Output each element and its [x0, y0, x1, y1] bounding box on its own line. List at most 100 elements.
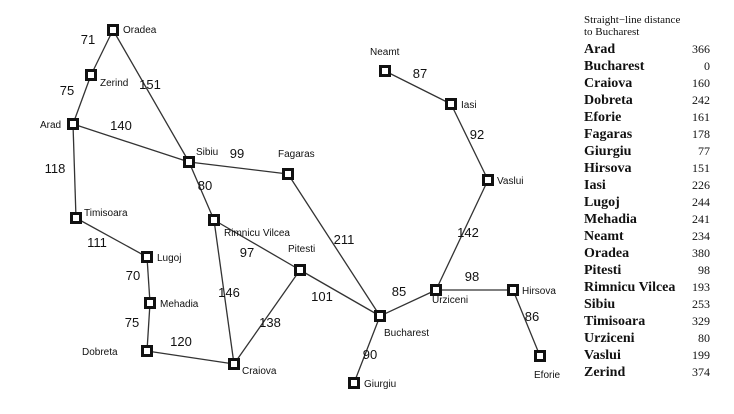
table-city-name: Fagaras — [584, 127, 633, 142]
distance-label-craiova-pitesti: 138 — [259, 315, 281, 330]
distance-label-pitesti-bucharest: 101 — [311, 289, 333, 304]
city-node-oradea — [107, 24, 119, 36]
road-bucharest-urziceni — [379, 289, 437, 317]
distance-label-sibiu-rimnicu: 80 — [198, 178, 212, 193]
road-hirsova-eforie — [512, 289, 541, 357]
city-node-dobreta — [141, 345, 153, 357]
city-node-timisoara — [70, 212, 82, 224]
city-node-mehadia — [144, 297, 156, 309]
table-distance-value: 226 — [692, 178, 710, 192]
road-lugoj-mehadia — [146, 256, 151, 304]
distance-label-bucharest-urziceni: 85 — [392, 284, 406, 299]
table-city-name: Arad — [584, 42, 616, 57]
table-distance-value: 199 — [692, 348, 710, 362]
distance-label-zerind-arad: 75 — [60, 83, 74, 98]
city-label-mehadia: Mehadia — [160, 299, 199, 310]
straight-line-distance-table: Straight−line distance to Bucharest Arad… — [584, 14, 710, 381]
table-city-name: Zerind — [584, 365, 626, 380]
table-distance-value: 98 — [698, 263, 710, 277]
roads-layer — [72, 29, 541, 384]
distance-label-hirsova-eforie: 86 — [525, 309, 539, 324]
table-city-name: Iasi — [584, 178, 606, 193]
distance-label-lugoj-mehadia: 70 — [126, 268, 140, 283]
city-label-zerind: Zerind — [100, 78, 128, 89]
city-label-oradea: Oradea — [123, 25, 157, 36]
distance-label-oradea-zerind: 71 — [81, 32, 95, 47]
table-city-name: Lugoj — [584, 195, 620, 210]
distance-label-dobreta-craiova: 120 — [170, 334, 192, 349]
table-city-name: Neamt — [584, 229, 624, 244]
table-row: Dobreta 242 — [584, 92, 710, 109]
city-label-bucharest: Bucharest — [384, 328, 429, 339]
table-distance-value: 151 — [692, 161, 710, 175]
city-node-vaslui — [482, 174, 494, 186]
table-title-line1: Straight−line distance — [584, 14, 681, 26]
road-sibiu-fagaras — [188, 161, 289, 175]
table-distance-value: 366 — [692, 42, 710, 56]
table-city-name: Giurgiu — [584, 144, 632, 159]
table-city-name: Urziceni — [584, 331, 635, 346]
city-label-iasi: Iasi — [461, 100, 477, 111]
distance-label-urziceni-hirsova: 98 — [465, 269, 479, 284]
road-iasi-neamt — [384, 70, 452, 105]
distance-label-iasi-neamt: 87 — [413, 66, 427, 81]
table-city-name: Craiova — [584, 76, 633, 91]
table-city-name: Vaslui — [584, 348, 621, 363]
road-fagaras-bucharest — [287, 173, 381, 317]
city-label-sibiu: Sibiu — [196, 147, 218, 158]
city-node-giurgiu — [348, 377, 360, 389]
distance-label-fagaras-bucharest: 211 — [334, 232, 355, 247]
city-node-iasi — [445, 98, 457, 110]
table-city-name: Rimnicu Vilcea — [584, 280, 676, 295]
distance-label-timisoara-lugoj: 111 — [87, 235, 107, 250]
road-oradea-zerind — [90, 29, 114, 76]
table-distance-value: 0 — [704, 59, 710, 73]
road-pitesti-bucharest — [299, 269, 381, 317]
table-row: Neamt 234 — [584, 228, 710, 245]
table-distance-value: 234 — [692, 229, 710, 243]
city-label-urziceni: Urziceni — [432, 295, 468, 306]
distance-label-vaslui-iasi: 92 — [470, 127, 484, 142]
distance-label-arad-sibiu: 140 — [110, 118, 132, 133]
table-distance-value: 380 — [692, 246, 710, 260]
city-label-eforie: Eforie — [534, 370, 561, 381]
distance-label-mehadia-dobreta: 75 — [125, 315, 139, 330]
table-title-line2: to Bucharest — [584, 26, 640, 38]
city-node-hirsova — [507, 284, 519, 296]
city-node-zerind — [85, 69, 97, 81]
city-label-hirsova: Hirsova — [522, 286, 556, 297]
table-row: Iasi 226 — [584, 177, 710, 194]
table-distance-value: 77 — [698, 144, 710, 158]
city-label-arad: Arad — [40, 120, 61, 131]
table-city-name: Dobreta — [584, 93, 633, 108]
city-label-giurgiu: Giurgiu — [364, 379, 396, 390]
city-node-pitesti — [294, 264, 306, 276]
road-arad-sibiu — [72, 123, 190, 163]
road-rimnicu-craiova — [213, 219, 235, 365]
city-label-lugoj: Lugoj — [157, 253, 181, 264]
road-timisoara-lugoj — [75, 217, 148, 258]
table-distance-value: 242 — [692, 93, 710, 107]
table-title: Straight−line distance to Bucharest — [584, 14, 710, 38]
road-urziceni-vaslui — [435, 179, 489, 291]
table-city-name: Oradea — [584, 246, 630, 261]
table-row: Arad 366 — [584, 41, 710, 58]
table-distance-value: 193 — [692, 280, 710, 294]
table-row: Giurgiu 77 — [584, 143, 710, 160]
road-oradea-sibiu — [112, 29, 190, 163]
distance-label-bucharest-giurgiu: 90 — [363, 347, 377, 362]
city-node-craiova — [228, 358, 240, 370]
city-node-arad — [67, 118, 79, 130]
city-nodes-layer — [67, 24, 546, 389]
city-label-vaslui: Vaslui — [497, 176, 524, 187]
distance-label-urziceni-vaslui: 142 — [457, 225, 479, 240]
city-label-craiova: Craiova — [242, 366, 277, 377]
